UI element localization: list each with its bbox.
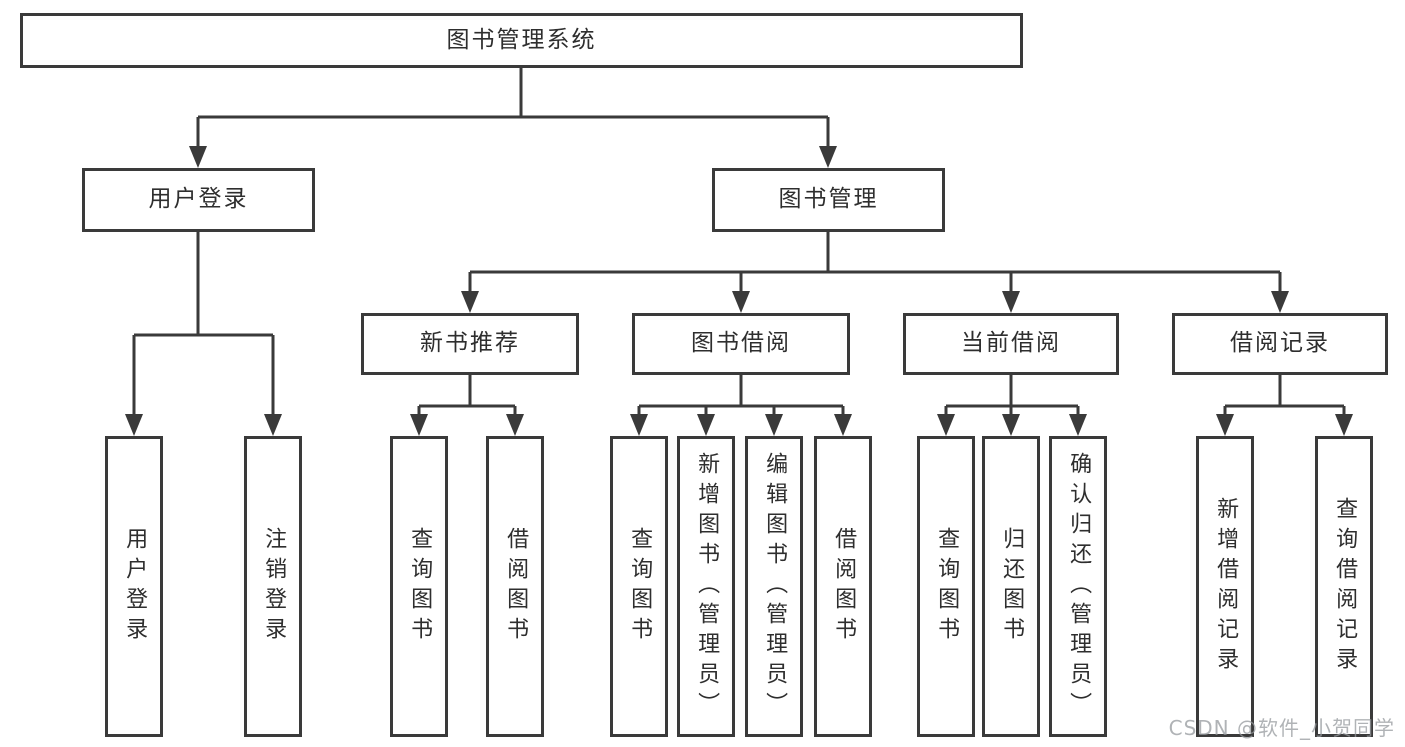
node-label: 借阅记录 — [1230, 330, 1330, 357]
node-label: 归还图书 — [999, 526, 1025, 647]
node-add-books-admin: 新增图书（管理员） — [677, 436, 735, 737]
node-query-borrow-record: 查询借阅记录 — [1315, 436, 1373, 737]
node-label: 查询图书 — [407, 526, 433, 647]
node-book-borrowing: 图书借阅 — [632, 313, 850, 375]
node-label: 当前借阅 — [961, 330, 1061, 357]
node-add-borrow-record: 新增借阅记录 — [1196, 436, 1254, 737]
node-label: 新书推荐 — [420, 330, 520, 357]
node-label: 用户登录 — [122, 526, 148, 647]
node-recommend-query-books: 查询图书 — [390, 436, 448, 737]
node-current-borrowing: 当前借阅 — [903, 313, 1119, 375]
node-label: 确认归还（管理员） — [1066, 451, 1092, 722]
node-book-management-group: 图书管理 — [712, 168, 945, 232]
node-label: 图书管理系统 — [446, 26, 597, 53]
node-label: 图书借阅 — [691, 330, 791, 357]
node-label: 查询图书 — [934, 526, 960, 647]
node-label: 借阅图书 — [831, 526, 857, 647]
node-recommend-borrow-books: 借阅图书 — [486, 436, 544, 737]
node-label: 新增图书（管理员） — [694, 451, 720, 722]
node-new-book-recommend: 新书推荐 — [361, 313, 579, 375]
node-confirm-return-admin: 确认归还（管理员） — [1049, 436, 1107, 737]
node-label: 查询图书 — [627, 526, 653, 647]
node-label: 查询借阅记录 — [1332, 496, 1358, 677]
node-edit-books-admin: 编辑图书（管理员） — [745, 436, 803, 737]
csdn-watermark: CSDN @软件_小贺同学 — [1168, 716, 1395, 740]
node-label: 用户登录 — [148, 186, 249, 213]
node-return-books: 归还图书 — [982, 436, 1040, 737]
node-user-login: 用户登录 — [105, 436, 163, 737]
node-label: 新增借阅记录 — [1213, 496, 1239, 677]
node-logout: 注销登录 — [244, 436, 302, 737]
node-label: 借阅图书 — [503, 526, 529, 647]
node-label: 图书管理 — [778, 186, 879, 213]
node-borrow-records: 借阅记录 — [1172, 313, 1388, 375]
node-library-management-system: 图书管理系统 — [20, 13, 1023, 68]
node-borrowing-borrow-books: 借阅图书 — [814, 436, 872, 737]
node-user-login-group: 用户登录 — [82, 168, 315, 232]
arrowhead-icons — [125, 146, 1353, 436]
node-label: 注销登录 — [261, 526, 287, 647]
node-label: 编辑图书（管理员） — [762, 451, 788, 722]
node-current-query-books: 查询图书 — [917, 436, 975, 737]
node-borrowing-query-books: 查询图书 — [610, 436, 668, 737]
